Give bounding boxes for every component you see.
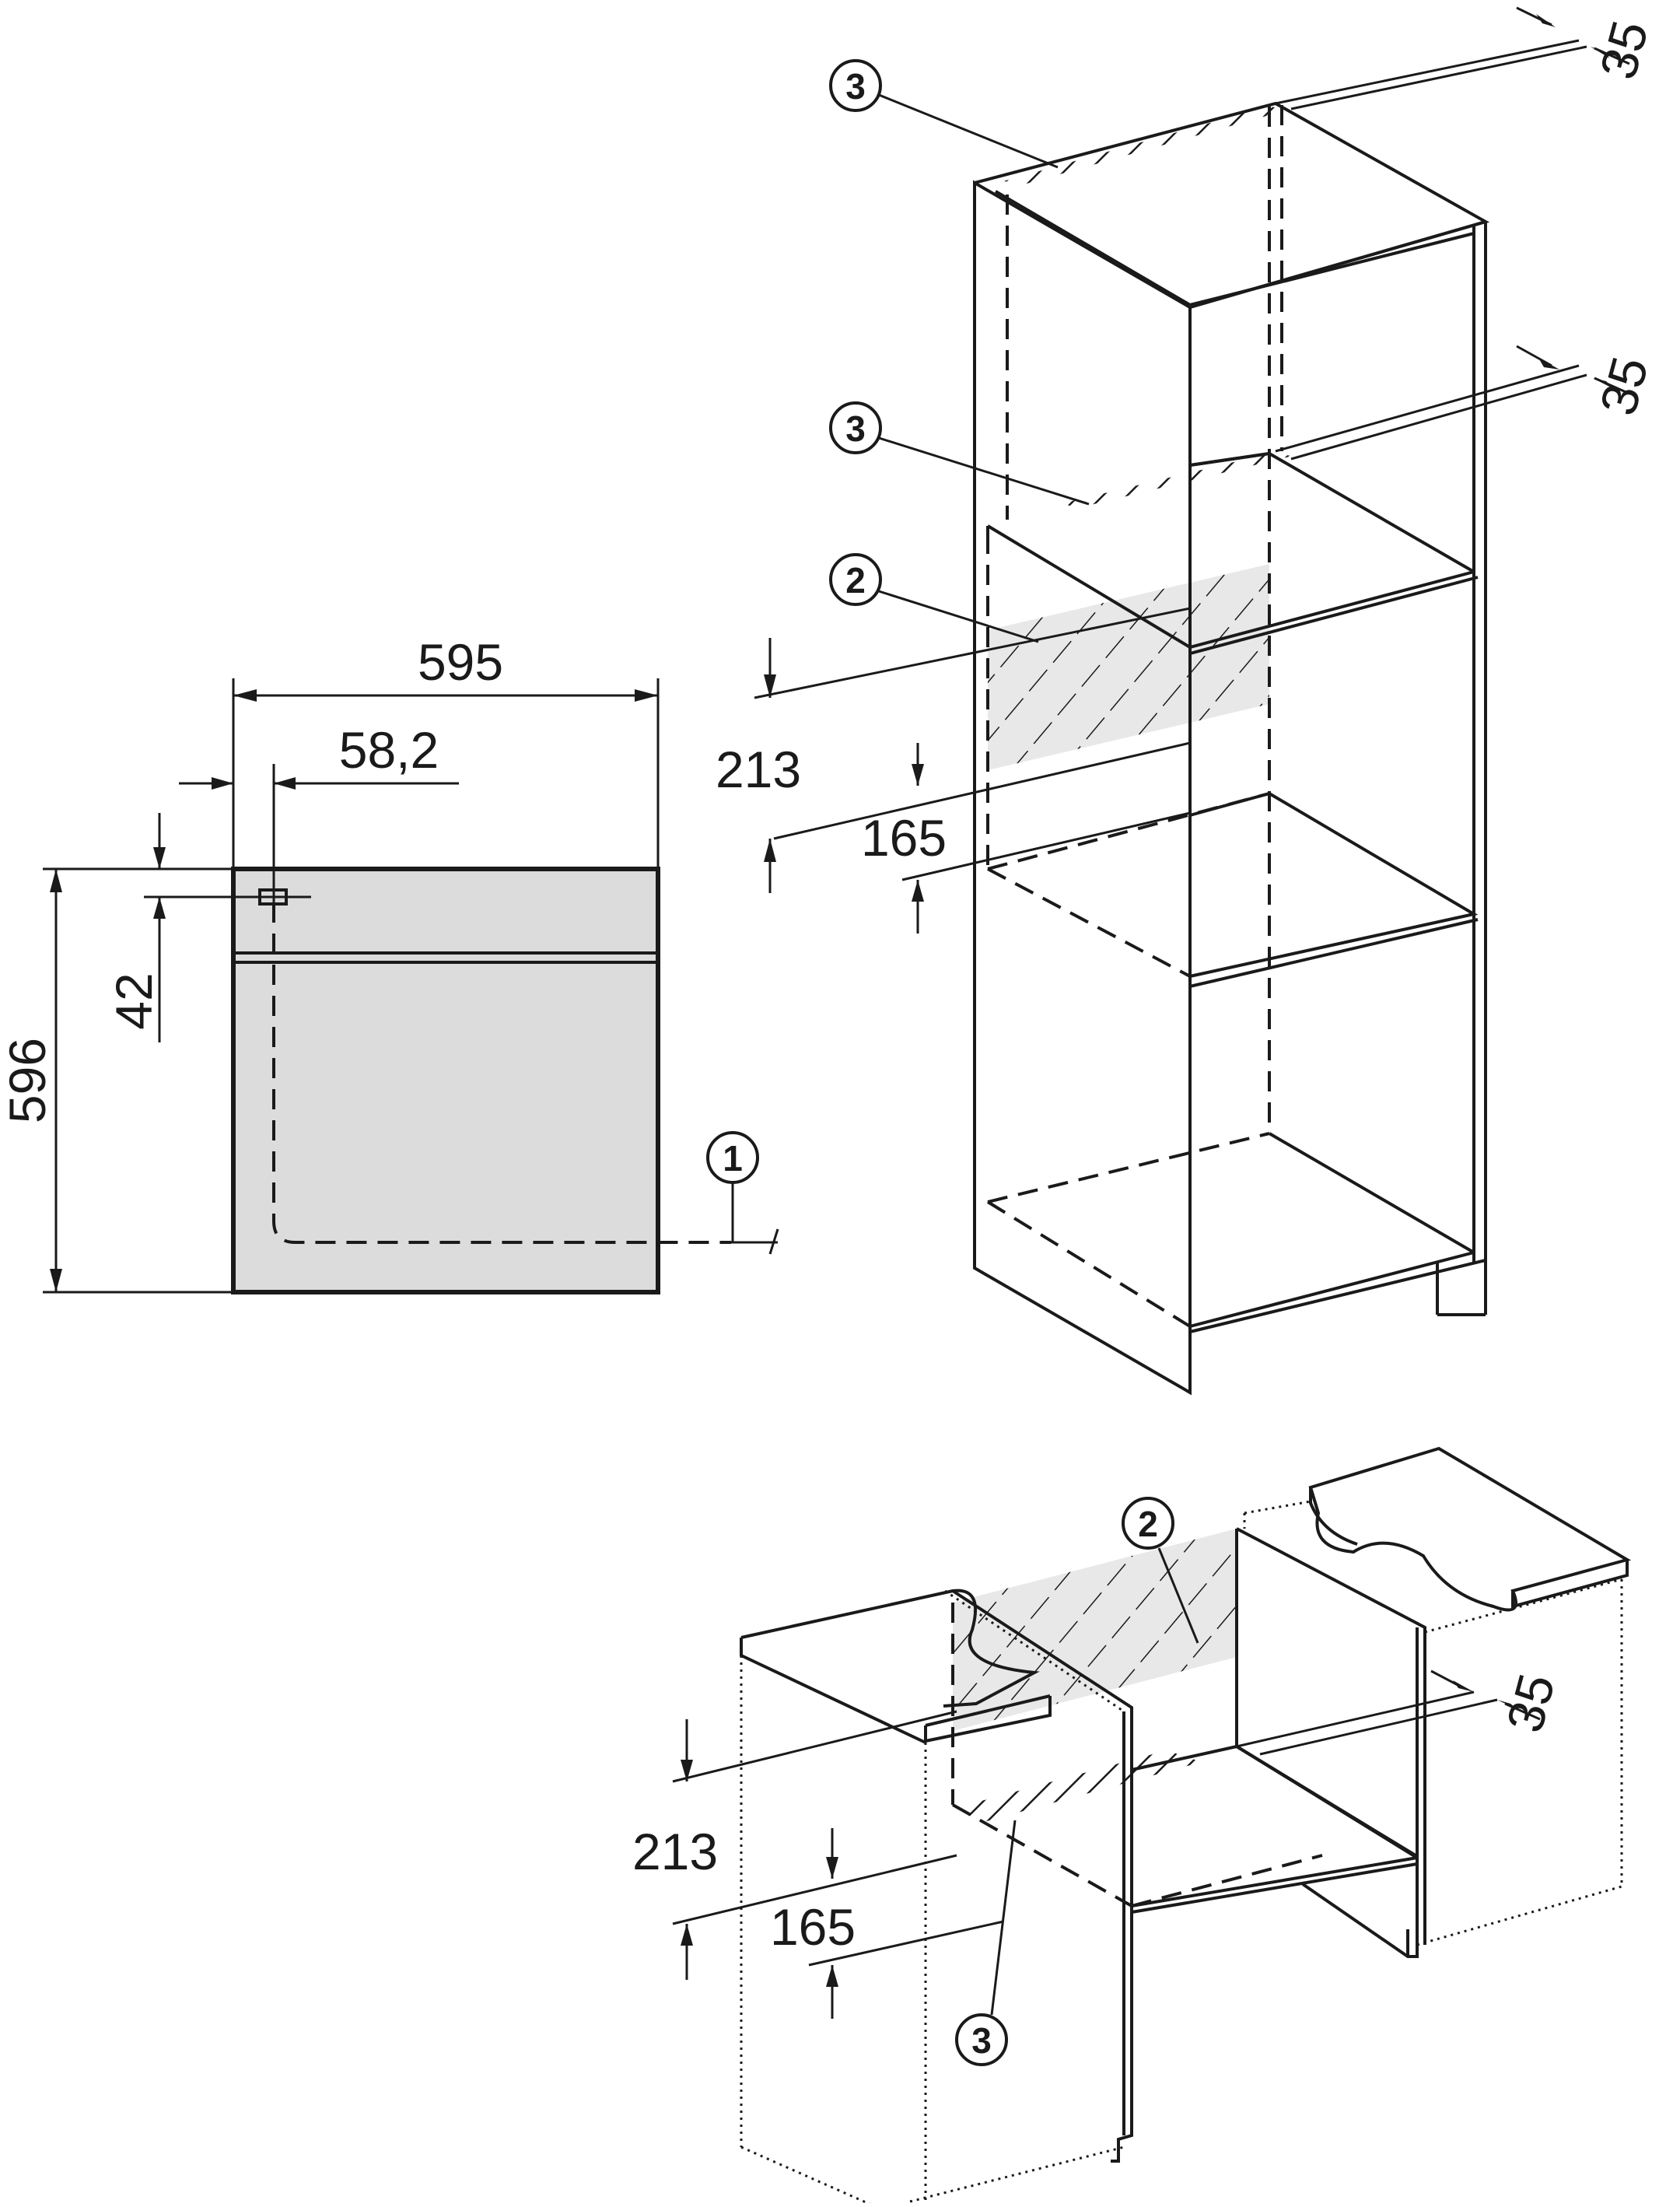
dimension-cable-offset-x: 58,2 <box>339 721 439 779</box>
callout-3-top: 3 <box>845 66 866 107</box>
dimension-cable-offset-y: 42 <box>105 972 163 1029</box>
dimension-height-213-base: 213 <box>632 1823 718 1880</box>
dimension-gap-top: 35 <box>1589 15 1659 85</box>
dimension-width-595: 595 <box>418 633 503 691</box>
callout-2-tall: 2 <box>845 560 866 601</box>
callout-3-shelf: 3 <box>845 408 866 449</box>
callout-2-base: 2 <box>1138 1504 1158 1544</box>
dimension-height-213-tall: 213 <box>716 741 801 798</box>
callout-1-circle <box>706 1131 759 1184</box>
dimension-gap-base: 35 <box>1496 1668 1566 1738</box>
dimension-height-165-base: 165 <box>770 1898 856 1956</box>
cable-path <box>272 902 731 1244</box>
callout-3-base: 3 <box>971 2020 992 2061</box>
tall-cabinet: 35 35 213 165 3 3 2 <box>716 6 1659 1396</box>
vent-strip-shelf <box>1059 454 1293 507</box>
vent-strip-top <box>1003 107 1291 184</box>
dimension-gap-shelf: 35 <box>1589 351 1659 421</box>
appliance-front <box>231 867 660 1294</box>
dimension-height-165-tall: 165 <box>861 809 947 867</box>
ventilation-opening-tall <box>988 564 1269 770</box>
front-view: 595 58,2 596 42 1 <box>0 633 779 1294</box>
base-cabinet: 35 213 165 2 3 <box>632 1446 1632 2207</box>
callout-1: 1 <box>723 1138 743 1179</box>
ventilation-opening-base <box>953 1529 1237 1731</box>
dimension-height-596: 596 <box>0 1038 56 1123</box>
